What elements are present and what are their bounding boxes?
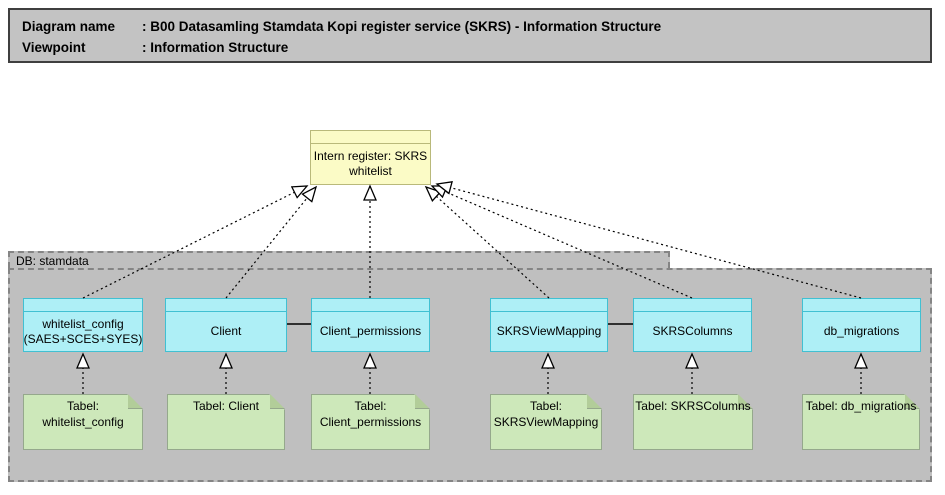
note-tabel-db-migrations[interactable]: Tabel: db_migrations: [802, 394, 920, 450]
diagram-name-value: : B00 Datasamling Stamdata Kopi register…: [142, 19, 662, 34]
group-db-stamdata-body[interactable]: [8, 268, 932, 482]
viewpoint-label: Viewpoint: [22, 40, 86, 55]
note-label: Tabel: db_migrations: [805, 399, 917, 413]
group-title: DB: stamdata: [16, 254, 89, 268]
node-client[interactable]: Client: [165, 298, 287, 352]
entity-label: SKRSViewMapping: [496, 324, 602, 338]
register-top-compartment: [311, 131, 430, 144]
diagram-name-label: Diagram name: [22, 19, 116, 34]
entity-top-compartment: [634, 299, 751, 312]
entity-top-compartment: [24, 299, 142, 312]
entity-label: db_migrations: [823, 324, 900, 338]
node-client-permissions[interactable]: Client_permissions: [311, 298, 430, 352]
entity-top-compartment: [803, 299, 920, 312]
note-label: Tabel: Client_permissions: [319, 399, 422, 429]
note-label: Tabel: whitelist_config: [42, 399, 124, 429]
diagram-name-row: Diagram name : B00 Datasamling Stamdata K…: [22, 16, 930, 37]
note-tabel-skrsviewmapping[interactable]: Tabel: SKRSViewMapping: [490, 394, 602, 450]
note-tabel-client-permissions[interactable]: Tabel: Client_permissions: [311, 394, 430, 450]
node-whitelist-config[interactable]: whitelist_config (SAES+SCES+SYES): [23, 298, 143, 352]
entity-top-compartment: [312, 299, 429, 312]
note-tabel-skrscolumns[interactable]: Tabel: SKRSColumns: [633, 394, 753, 450]
note-tabel-whitelist-config[interactable]: Tabel: whitelist_config: [23, 394, 143, 450]
entity-label: SKRSColumns: [652, 324, 733, 338]
note-label: Tabel: Client: [192, 399, 260, 413]
node-intern-register-skrs-whitelist[interactable]: Intern register: SKRS whitelist: [310, 130, 431, 185]
entity-top-compartment: [166, 299, 286, 312]
note-tabel-client[interactable]: Tabel: Client: [167, 394, 285, 450]
node-skrsviewmapping[interactable]: SKRSViewMapping: [490, 298, 608, 352]
viewpoint-value: : Information Structure: [142, 40, 289, 55]
viewpoint-row: Viewpoint : Information Structure: [22, 37, 930, 58]
note-label: Tabel: SKRSColumns: [635, 399, 751, 413]
entity-label: whitelist_config (SAES+SCES+SYES): [23, 316, 143, 346]
group-db-stamdata-tab[interactable]: DB: stamdata: [8, 251, 670, 268]
register-label: Intern register: SKRS whitelist: [313, 149, 428, 178]
diagram-title-block: Diagram name : B00 Datasamling Stamdata K…: [8, 8, 932, 63]
node-db-migrations[interactable]: db_migrations: [802, 298, 921, 352]
entity-label: Client_permissions: [319, 324, 422, 338]
node-skrscolumns[interactable]: SKRSColumns: [633, 298, 752, 352]
entity-top-compartment: [491, 299, 607, 312]
entity-label: Client: [210, 324, 242, 338]
note-label: Tabel: SKRSViewMapping: [493, 399, 599, 429]
